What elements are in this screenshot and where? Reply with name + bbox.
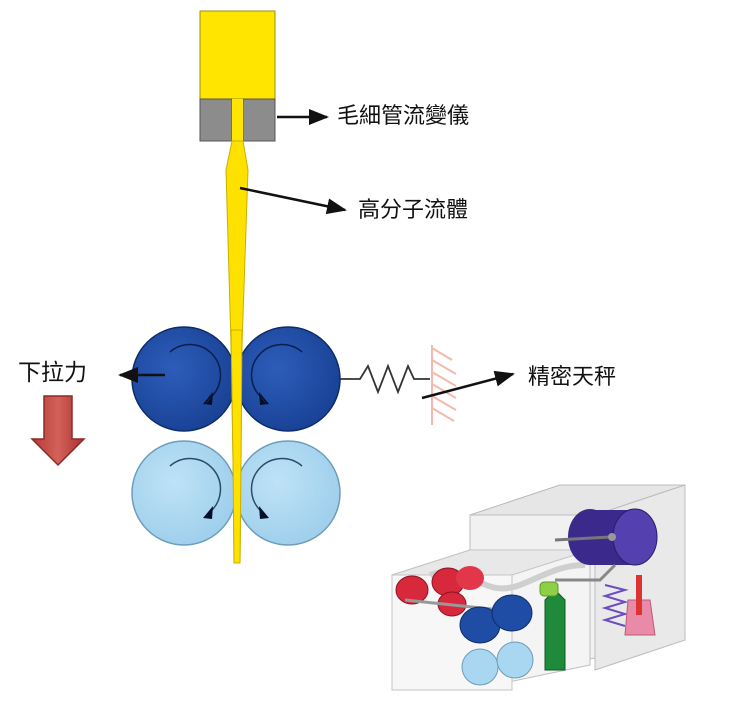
- down-arrow-icon: [30, 395, 86, 467]
- die-channel: [232, 99, 243, 141]
- rheometer-die-right: [242, 98, 276, 142]
- polymer-melt-strand-front: [230, 329, 243, 564]
- balance-wall-hatch: [431, 345, 457, 425]
- rheometer-die-left: [199, 98, 233, 142]
- rotation-icon-upper-left: [169, 343, 222, 399]
- rotation-icon-upper-right: [250, 343, 303, 399]
- rotation-arrowheads: [203, 392, 269, 519]
- arrow-melt: [239, 186, 347, 215]
- polymer-melt-label: 高分子流體: [358, 198, 469, 223]
- rheometer-barrel: [199, 10, 276, 100]
- pulling-force-label: 下拉力: [18, 360, 87, 386]
- rheotens-apparatus-illustration: [391, 484, 686, 691]
- arrow-balance: [421, 370, 515, 400]
- rotation-arrows: [169, 343, 303, 513]
- precision-balance-label: 精密天秤: [528, 365, 617, 390]
- rotation-icon-lower-left: [169, 457, 222, 513]
- spring-icon: [340, 363, 430, 395]
- rheometer-label: 毛細管流變儀: [337, 104, 470, 129]
- rotation-icon-lower-right: [250, 457, 303, 513]
